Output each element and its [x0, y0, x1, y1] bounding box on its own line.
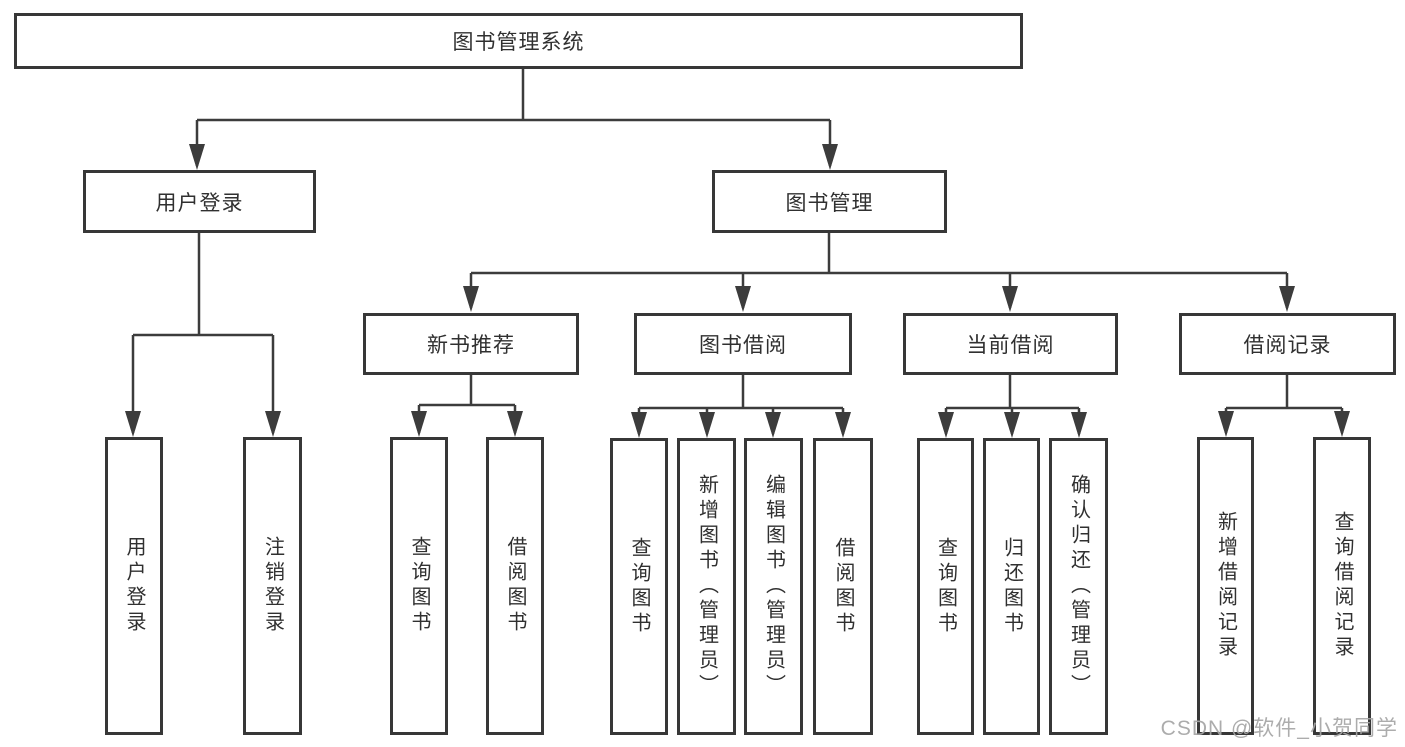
arrowheads [125, 144, 1350, 438]
node-add-borrow-record: 新增借阅记录 [1197, 437, 1254, 735]
node-logout: 注销登录 [243, 437, 302, 735]
connector-lines [131, 68, 1344, 434]
node-label: 查询图书 [934, 536, 957, 637]
arrowhead [1004, 412, 1020, 438]
node-label: 注销登录 [261, 536, 284, 636]
node-label: 用户登录 [123, 536, 145, 636]
node-query-books-1: 查询图书 [390, 437, 448, 735]
arrowhead [265, 411, 281, 437]
csdn-watermark: CSDN @软件_小贺同学 [1160, 717, 1398, 740]
arrowhead [125, 411, 141, 437]
node-label: 图书管理系统 [452, 31, 585, 54]
node-label: 用户登录 [155, 191, 244, 215]
node-borrowing-records: 借阅记录 [1179, 313, 1396, 375]
node-label: 确认归还（管理员） [1067, 474, 1090, 699]
arrowhead [411, 411, 427, 437]
arrowhead [1071, 412, 1087, 438]
node-new-book-recommendation: 新书推荐 [363, 313, 579, 375]
arrowhead [507, 411, 523, 437]
node-label: 查询借阅记录 [1331, 511, 1353, 661]
arrowhead [189, 144, 205, 170]
arrowhead [1002, 286, 1018, 312]
node-book-management: 图书管理 [712, 170, 947, 233]
node-borrow-books-1: 借阅图书 [486, 437, 544, 735]
node-edit-books-admin: 编辑图书（管理员） [744, 438, 803, 735]
node-book-management-system: 图书管理系统 [14, 13, 1023, 69]
node-label: 新增图书（管理员） [695, 474, 718, 699]
node-label: 新增借阅记录 [1214, 511, 1237, 661]
node-query-borrow-record: 查询借阅记录 [1313, 437, 1371, 735]
node-add-books-admin: 新增图书（管理员） [677, 438, 736, 735]
node-return-books: 归还图书 [983, 438, 1040, 735]
node-book-borrowing: 图书借阅 [634, 313, 852, 375]
arrowhead [765, 412, 781, 438]
arrowhead [735, 286, 751, 312]
node-label: 归还图书 [1000, 536, 1023, 637]
node-label: 图书管理 [785, 191, 874, 215]
node-label: 查询图书 [408, 536, 430, 636]
node-query-books-3: 查询图书 [917, 438, 974, 735]
arrowhead [1218, 411, 1234, 437]
arrowhead [1279, 286, 1295, 312]
node-label: 借阅图书 [504, 536, 526, 636]
node-confirm-return-admin: 确认归还（管理员） [1049, 438, 1108, 735]
node-label: 当前借阅 [966, 334, 1055, 357]
arrowhead [1334, 411, 1350, 437]
node-label: 编辑图书（管理员） [762, 474, 785, 699]
node-current-borrowing: 当前借阅 [903, 313, 1118, 375]
node-label: 查询图书 [628, 536, 650, 637]
node-label: 图书借阅 [699, 334, 787, 357]
node-label: 借阅记录 [1243, 334, 1332, 357]
arrowhead [835, 412, 851, 438]
node-user-login: 用户登录 [83, 170, 316, 233]
arrowhead [463, 286, 479, 312]
node-label: 新书推荐 [427, 334, 515, 357]
arrowhead [699, 412, 715, 438]
node-query-books-2: 查询图书 [610, 438, 668, 735]
arrowhead [822, 144, 838, 170]
arrowhead [631, 412, 647, 438]
arrowhead [938, 412, 954, 438]
node-borrow-books-2: 借阅图书 [813, 438, 873, 735]
node-user-login-leaf: 用户登录 [105, 437, 163, 735]
node-label: 借阅图书 [832, 536, 854, 637]
